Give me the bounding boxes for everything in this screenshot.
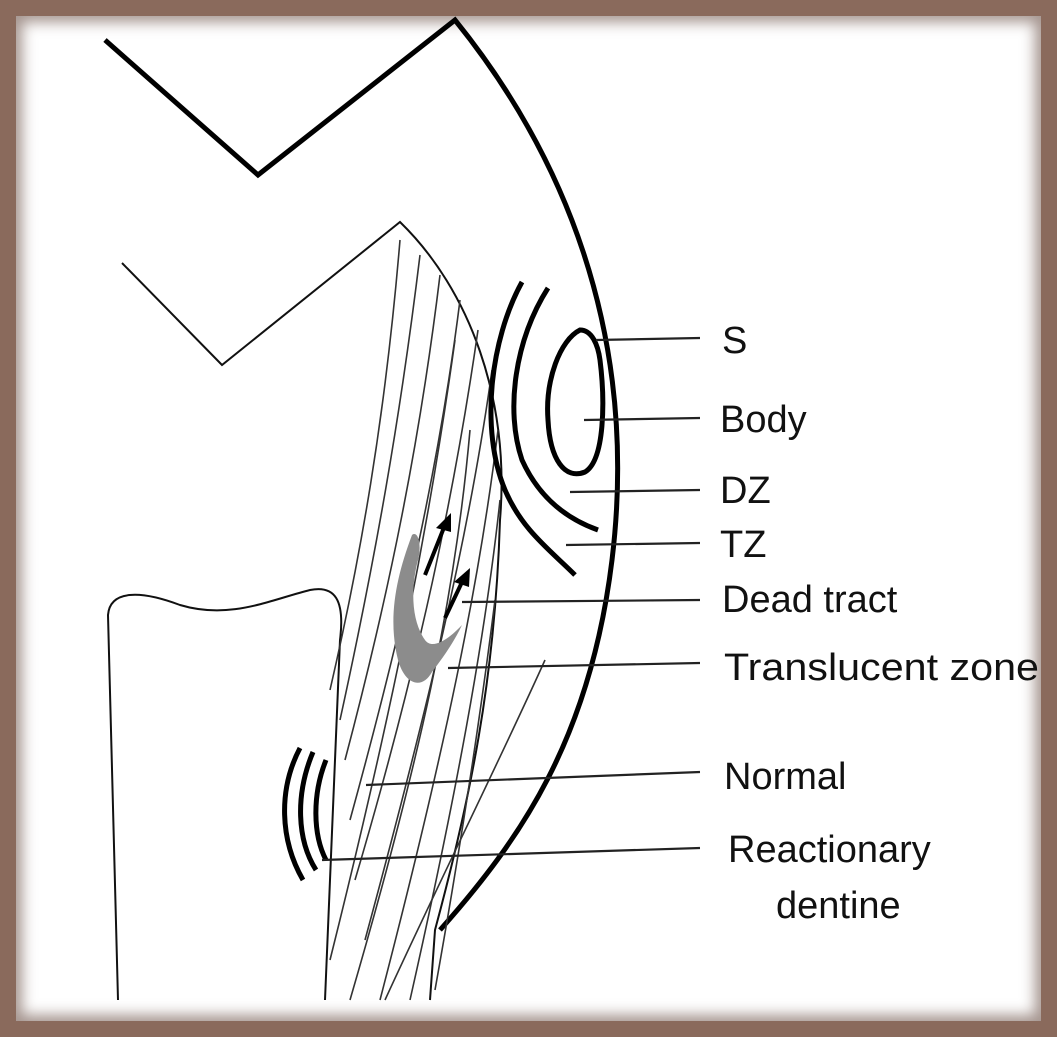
label-dentine: dentine — [776, 885, 901, 927]
dentinal-tubules — [330, 240, 545, 1000]
reactionary-dentine-arcs — [285, 748, 326, 880]
label-body: Body — [720, 399, 807, 441]
label-translucent-zone: Translucent zone — [724, 647, 1039, 689]
leader-lines — [322, 338, 700, 860]
label-tz: TZ — [720, 524, 766, 566]
label-normal: Normal — [724, 756, 846, 798]
label-s: S — [722, 320, 747, 362]
label-reactionary: Reactionary — [728, 829, 931, 871]
enamel-outline — [105, 20, 618, 930]
lesion-dark-zone — [514, 288, 598, 530]
pulp-chamber — [108, 589, 341, 1000]
label-dz: DZ — [720, 470, 771, 512]
lesion-translucent-zone — [491, 282, 575, 575]
lesion-body — [548, 330, 603, 474]
dentine-outline — [122, 222, 502, 1000]
label-dead-tract: Dead tract — [722, 579, 898, 621]
